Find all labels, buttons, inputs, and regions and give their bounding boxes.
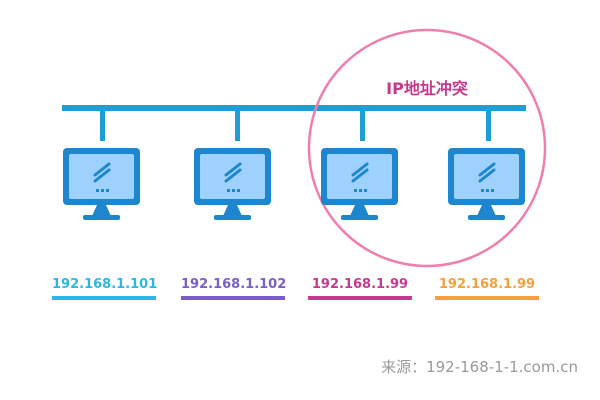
indicator-dot [96, 189, 99, 192]
monitor-stand [223, 205, 242, 216]
monitor-base [214, 215, 251, 220]
monitor-stand [477, 205, 496, 216]
drop-line-1 [100, 111, 105, 141]
indicator-dot [227, 189, 230, 192]
source-credit: 来源：192-168-1-1.com.cn [381, 358, 578, 376]
ip-label-1: 192.168.1.101 [52, 277, 158, 292]
indicator-dot [354, 189, 357, 192]
monitor-stand [350, 205, 369, 216]
screen-glare-icon [224, 162, 242, 183]
drop-line-4 [486, 111, 491, 141]
screen-glare-icon [93, 162, 111, 183]
monitor-base [468, 215, 505, 220]
conflict-ring [307, 28, 547, 268]
ip-underline-1 [52, 296, 156, 300]
indicator-dot [359, 189, 362, 192]
monitor-base [83, 215, 120, 220]
ip-label-4: 192.168.1.99 [438, 277, 536, 292]
ip-underline-3 [308, 296, 412, 300]
network-bus [62, 105, 526, 111]
screen-glare-icon [351, 162, 369, 183]
computer-3 [321, 148, 398, 220]
ip-underline-2 [181, 296, 285, 300]
drop-line-2 [235, 111, 240, 141]
indicator-dot [106, 189, 109, 192]
computer-4 [448, 148, 525, 220]
indicator-dot [364, 189, 367, 192]
drop-line-3 [360, 111, 365, 141]
computer-2 [194, 148, 271, 220]
ip-label-3: 192.168.1.99 [311, 277, 409, 292]
conflict-title: IP地址冲突 [386, 79, 468, 98]
indicator-dot [491, 189, 494, 192]
indicator-dot [101, 189, 104, 192]
ip-label-2: 192.168.1.102 [181, 277, 287, 292]
screen-glare-icon [478, 162, 496, 183]
indicator-dot [232, 189, 235, 192]
ip-underline-4 [435, 296, 539, 300]
monitor-stand [92, 205, 111, 216]
computer-1 [63, 148, 140, 220]
indicator-dot [237, 189, 240, 192]
indicator-dot [486, 189, 489, 192]
indicator-dot [481, 189, 484, 192]
monitor-base [341, 215, 378, 220]
